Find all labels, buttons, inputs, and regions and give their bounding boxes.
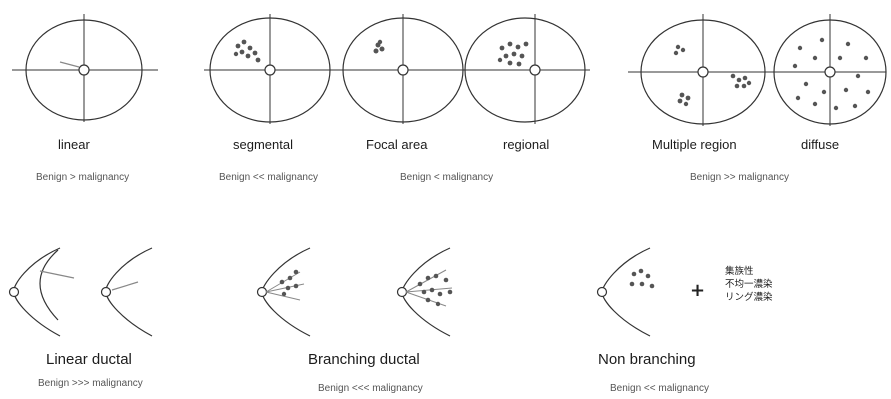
- caption-linear: Benign > malignancy: [36, 172, 129, 183]
- label-linear: linear: [58, 137, 90, 152]
- label-focal-area: Focal area: [366, 137, 427, 152]
- plus-sign: +: [690, 280, 705, 301]
- japanese-note: 集族性 不均一濃染 リング濃染: [725, 265, 773, 304]
- caption-branching-ductal: Benign <<< malignancy: [318, 383, 423, 394]
- focal-dot-cluster: [374, 40, 385, 54]
- linear-lesion-line: [60, 62, 79, 67]
- breast-circle-multiple-region: [628, 14, 782, 126]
- segmental-dot-cluster: [234, 40, 261, 63]
- branching-dots-1: [280, 270, 299, 296]
- breast-circle-segmental: [204, 14, 338, 124]
- caption-multiple-diffuse: Benign >> malignancy: [690, 172, 789, 183]
- label-multiple-region: Multiple region: [652, 137, 737, 152]
- regional-dot-cluster: [498, 42, 529, 67]
- label-branching-ductal: Branching ductal: [308, 351, 420, 368]
- non-branching-dots: [630, 269, 655, 289]
- ductal-arc-linear-2: [102, 248, 153, 336]
- label-segmental: segmental: [233, 137, 293, 152]
- japanese-note-line-1: 集族性: [725, 265, 773, 278]
- breast-circle-regional: [465, 14, 590, 124]
- label-linear-ductal: Linear ductal: [46, 351, 132, 368]
- ductal-arc-branching-1: [258, 248, 311, 336]
- label-regional: regional: [503, 137, 549, 152]
- caption-linear-ductal: Benign >>> malignancy: [38, 378, 143, 389]
- breast-circle-focal-area: [338, 14, 470, 124]
- linear-ductal-line-1: [40, 271, 74, 278]
- ductal-arc-linear-1: [10, 248, 75, 336]
- breast-circle-diffuse: [774, 14, 886, 126]
- japanese-note-line-3: リング濃染: [725, 291, 773, 304]
- breast-circle-linear: [12, 14, 158, 122]
- ductal-arc-branching-2: [398, 248, 453, 336]
- linear-ductal-line-2: [112, 282, 138, 290]
- caption-segmental: Benign << malignancy: [219, 172, 318, 183]
- multiple-dot-clusters: [674, 45, 751, 106]
- label-non-branching: Non branching: [598, 351, 696, 368]
- caption-focal-regional: Benign < malignancy: [400, 172, 493, 183]
- ductal-arc-non-branching: [598, 248, 655, 336]
- caption-non-branching: Benign << malignancy: [610, 383, 709, 394]
- japanese-note-line-2: 不均一濃染: [725, 278, 773, 291]
- label-diffuse: diffuse: [801, 137, 839, 152]
